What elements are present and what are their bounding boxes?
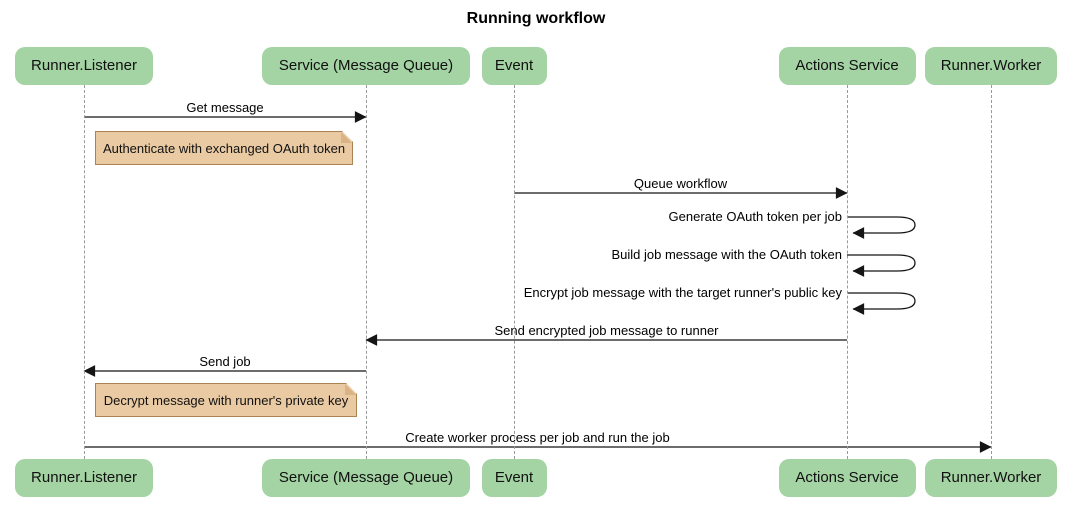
actor-top-actions: Actions Service (778, 47, 916, 85)
actor-label: Actions Service (795, 57, 899, 74)
diagram-title: Running workflow (466, 10, 606, 27)
actor-top-event: Event (481, 47, 547, 85)
message-label: Build job message with the OAuth token (611, 247, 842, 262)
message-label: Queue workflow (634, 176, 728, 191)
actor-label: Event (494, 469, 534, 486)
actor-bottom-event: Event (481, 459, 547, 497)
message-5: Encrypt job message with the target runn… (524, 285, 916, 315)
lifeline-worker (991, 85, 992, 459)
message-label: Generate OAuth token per job (669, 209, 842, 224)
self-loop-arrow (847, 292, 916, 315)
message-label: Encrypt job message with the target runn… (524, 285, 843, 300)
actor-label: Event (494, 57, 534, 74)
actor-top-worker: Runner.Worker (925, 47, 1057, 85)
actor-label: Service (Message Queue) (278, 57, 454, 74)
actor-bottom-worker: Runner.Worker (925, 459, 1057, 497)
note-text: Authenticate with exchanged OAuth token (102, 140, 346, 156)
note-fold-corner (345, 384, 356, 395)
message-6: Send encrypted job message to runner (365, 323, 847, 346)
actor-label: Runner.Worker (940, 469, 1042, 486)
self-loop-arrow (847, 216, 916, 239)
note-text: Decrypt message with runner's private ke… (103, 392, 349, 408)
self-loop-arrow (847, 254, 916, 277)
actor-top-listener: Runner.Listener (15, 47, 153, 85)
actor-label: Actions Service (795, 469, 899, 486)
actor-top-service: Service (Message Queue) (262, 47, 470, 85)
actor-label: Service (Message Queue) (278, 469, 454, 486)
message-9: Create worker process per job and run th… (84, 430, 992, 453)
actor-label: Runner.Listener (31, 469, 137, 486)
note: Authenticate with exchanged OAuth token (95, 131, 353, 165)
message-2: Queue workflow (514, 176, 848, 199)
message-label: Get message (186, 100, 263, 115)
lifeline-service (366, 85, 367, 459)
actor-label: Runner.Worker (940, 57, 1042, 74)
lifeline-event (514, 85, 515, 459)
message-3: Generate OAuth token per job (669, 209, 916, 239)
message-label: Send job (199, 354, 250, 369)
lifeline-actions (847, 85, 848, 459)
message-4: Build job message with the OAuth token (611, 247, 916, 277)
actor-label: Runner.Listener (31, 57, 137, 74)
message-7: Send job (83, 354, 366, 377)
note-fold-corner (341, 132, 352, 143)
message-0: Get message (84, 100, 367, 123)
message-label: Send encrypted job message to runner (494, 323, 719, 338)
actor-bottom-service: Service (Message Queue) (262, 459, 470, 497)
message-label: Create worker process per job and run th… (405, 430, 669, 445)
lifeline-listener (84, 85, 85, 459)
actor-bottom-actions: Actions Service (778, 459, 916, 497)
note: Decrypt message with runner's private ke… (95, 383, 357, 417)
actor-bottom-listener: Runner.Listener (15, 459, 153, 497)
